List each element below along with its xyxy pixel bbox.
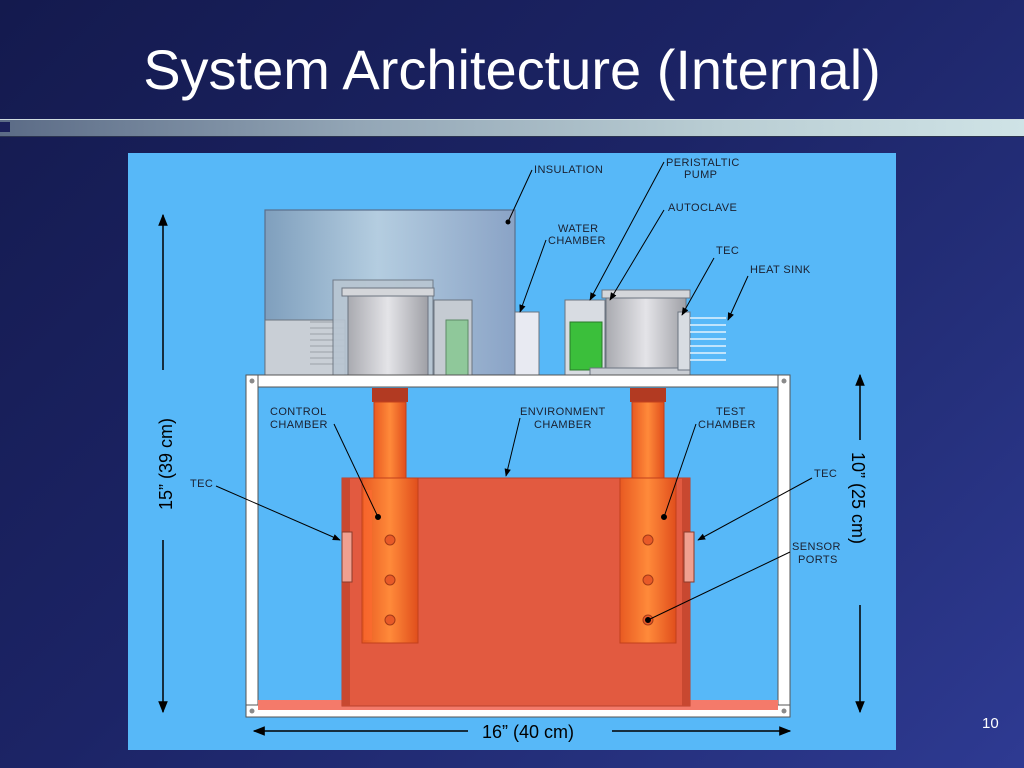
label-tec-top: TEC bbox=[716, 245, 739, 257]
water-chamber bbox=[514, 311, 540, 376]
label-water: WATER bbox=[558, 223, 599, 235]
test-chamber bbox=[619, 388, 677, 644]
dimension-chamber-height-label: 10” (25 cm) bbox=[848, 452, 868, 544]
label-peristaltic: PERISTALTIC bbox=[666, 157, 740, 169]
label-sensor-ports: PORTS bbox=[798, 554, 838, 566]
dimension-width-label: 16” (40 cm) bbox=[482, 722, 574, 742]
label-pump: PUMP bbox=[684, 169, 717, 181]
label-tec-right: TEC bbox=[814, 468, 837, 480]
label-control-chamber: CHAMBER bbox=[270, 419, 328, 431]
label-water-chamber: CHAMBER bbox=[548, 235, 606, 247]
label-autoclave: AUTOCLAVE bbox=[668, 202, 737, 214]
divider-notch bbox=[0, 122, 10, 132]
tec-plate-right bbox=[683, 531, 695, 583]
label-tec-left: TEC bbox=[190, 478, 213, 490]
control-chamber bbox=[361, 388, 419, 644]
environment-chamber bbox=[258, 477, 778, 710]
label-control: CONTROL bbox=[270, 406, 327, 418]
label-environment-chamber: CHAMBER bbox=[534, 419, 592, 431]
label-heat-sink: HEAT SINK bbox=[750, 264, 811, 276]
support-frame bbox=[245, 374, 791, 718]
label-environment: ENVIRONMENT bbox=[520, 406, 606, 418]
label-test-chamber: CHAMBER bbox=[698, 419, 756, 431]
title-divider bbox=[0, 119, 1024, 137]
page-number: 10 bbox=[982, 715, 999, 732]
tec-plate-left bbox=[341, 531, 353, 583]
slide-title: System Architecture (Internal) bbox=[143, 38, 881, 101]
heat-sink bbox=[677, 311, 726, 371]
label-sensor: SENSOR bbox=[792, 541, 841, 553]
label-test: TEST bbox=[716, 406, 746, 418]
peristaltic-pump bbox=[564, 299, 606, 376]
label-insulation: INSULATION bbox=[534, 164, 603, 176]
leader-lines bbox=[215, 161, 813, 623]
insulation-housing bbox=[264, 209, 516, 376]
dimension-height-label: 15” (39 cm) bbox=[156, 418, 176, 510]
autoclave bbox=[589, 289, 691, 377]
